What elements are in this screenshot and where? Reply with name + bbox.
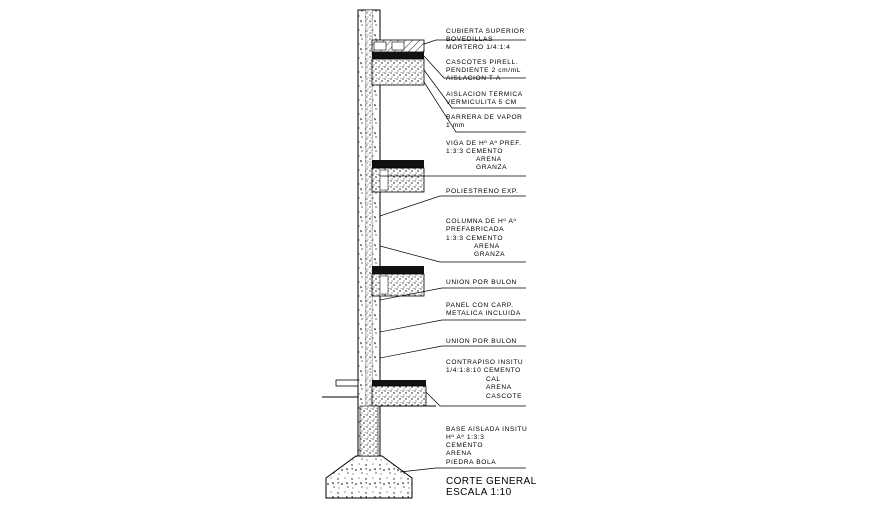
- beam-upper: [371, 160, 425, 193]
- annotation-cubierta: CUBIERTA SUPERIOR BOVEDILLAS MORTERO 1/4…: [446, 28, 525, 51]
- svg-text:VIGA DE Hº Aº PREF.: VIGA DE Hº Aº PREF.: [446, 140, 522, 147]
- label-line: 1:3:3 CEMENTO: [446, 148, 503, 155]
- svg-text:1 mm: 1 mm: [446, 122, 465, 129]
- label-line: MORTERO 1/4:1:4: [446, 44, 511, 51]
- svg-text:METALICA INCLUIDA: METALICA INCLUIDA: [446, 310, 521, 317]
- svg-text:ARENA: ARENA: [474, 243, 500, 250]
- label-line: CAL: [486, 376, 501, 383]
- label-line: PIEDRA BOLA: [446, 459, 496, 466]
- label-line: ARENA: [474, 243, 500, 250]
- svg-text:CONTRAPISO INSITU: CONTRAPISO INSITU: [446, 359, 523, 366]
- label-line: CUBIERTA SUPERIOR: [446, 28, 525, 35]
- annotation-columna: COLUMNA DE Hº Aº PREFABRICADA 1:3:3 CEME…: [446, 218, 516, 258]
- svg-text:CORTE GENERAL: CORTE GENERAL: [446, 476, 537, 487]
- svg-text:UNION POR BULON: UNION POR BULON: [446, 279, 517, 286]
- roof-slab: [371, 39, 425, 86]
- label-line: Hº Aº 1:3:3: [446, 434, 485, 441]
- svg-text:GRANZA: GRANZA: [476, 164, 507, 171]
- annotation-poliestireno: POLIESTRENO EXP.: [446, 188, 519, 195]
- svg-text:1:3:3 CEMENTO: 1:3:3 CEMENTO: [446, 235, 503, 242]
- svg-text:CASCOTES PIRELL.: CASCOTES PIRELL.: [446, 59, 518, 66]
- svg-text:AISLACION T-A: AISLACION T-A: [446, 75, 501, 82]
- svg-text:PANEL CON CARP.: PANEL CON CARP.: [446, 302, 514, 309]
- column-wall: [357, 9, 381, 499]
- svg-text:CASCOTE: CASCOTE: [486, 393, 522, 400]
- annotation-union-2: UNION POR BULON: [446, 338, 517, 345]
- label-line: METALICA INCLUIDA: [446, 310, 521, 317]
- label-line: VIGA DE Hº Aº PREF.: [446, 140, 522, 147]
- label-line: PENDIENTE 2 cm/mL: [446, 67, 521, 74]
- label-line: BARRERA DE VAPOR: [446, 114, 523, 121]
- svg-text:AISLACION TERMICA: AISLACION TERMICA: [446, 91, 523, 98]
- svg-text:MORTERO 1/4:1:4: MORTERO 1/4:1:4: [446, 44, 511, 51]
- svg-text:PREFABRICADA: PREFABRICADA: [446, 226, 504, 233]
- label-line: AISLACION TERMICA: [446, 91, 523, 98]
- title-line-1: CORTE GENERAL: [446, 476, 537, 487]
- leader-lines: [379, 39, 526, 473]
- annotation-cascotes: CASCOTES PIRELL. PENDIENTE 2 cm/mL AISLA…: [446, 59, 521, 82]
- annotation-union-1: UNION POR BULON: [446, 279, 517, 286]
- drawing-title: CORTE GENERAL ESCALA 1:10: [446, 476, 537, 498]
- annotation-contrapiso: CONTRAPISO INSITU 1/4:1:8:10 CEMENTO CAL…: [446, 359, 523, 400]
- label-line: CASCOTES PIRELL.: [446, 59, 518, 66]
- svg-text:COLUMNA DE Hº Aº: COLUMNA DE Hº Aº: [446, 218, 516, 225]
- svg-text:POLIESTRENO EXP.: POLIESTRENO EXP.: [446, 188, 519, 195]
- svg-text:GRANZA: GRANZA: [474, 251, 505, 258]
- svg-text:PENDIENTE 2 cm/mL: PENDIENTE 2 cm/mL: [446, 67, 521, 74]
- label-line: UNION POR BULON: [446, 279, 517, 286]
- svg-text:PIEDRA BOLA: PIEDRA BOLA: [446, 459, 496, 466]
- svg-text:ARENA: ARENA: [476, 156, 502, 163]
- label-line: 1/4:1:8:10 CEMENTO: [446, 367, 521, 374]
- svg-text:CEMENTO: CEMENTO: [446, 442, 483, 449]
- footing: [325, 405, 413, 499]
- svg-text:CUBIERTA SUPERIOR: CUBIERTA SUPERIOR: [446, 28, 525, 35]
- label-line: 1:3:3 CEMENTO: [446, 235, 503, 242]
- svg-text:CAL: CAL: [486, 376, 501, 383]
- annotation-aislacion: AISLACION TERMICA VERMICULITA 5 CM: [446, 91, 523, 106]
- svg-text:ARENA: ARENA: [486, 384, 512, 391]
- label-line: CONTRAPISO INSITU: [446, 359, 523, 366]
- svg-text:VERMICULITA 5 CM: VERMICULITA 5 CM: [446, 99, 517, 106]
- label-line: BASE AISLADA INSITU: [446, 426, 527, 433]
- svg-text:ESCALA 1:10: ESCALA 1:10: [446, 487, 512, 498]
- label-line: BOVEDILLAS: [446, 36, 493, 43]
- label-line: VERMICULITA 5 CM: [446, 99, 517, 106]
- annotation-base: BASE AISLADA INSITU Hº Aº 1:3:3 CEMENTO …: [446, 426, 527, 466]
- svg-text:ARENA: ARENA: [446, 450, 472, 457]
- label-line: PANEL CON CARP.: [446, 302, 514, 309]
- label-line: CASCOTE: [486, 393, 522, 400]
- label-line: ARENA: [476, 156, 502, 163]
- svg-text:BOVEDILLAS: BOVEDILLAS: [446, 36, 493, 43]
- title-line-2: ESCALA 1:10: [446, 487, 512, 498]
- label-line: 1 mm: [446, 122, 465, 129]
- svg-text:1:3:3 CEMENTO: 1:3:3 CEMENTO: [446, 148, 503, 155]
- label-line: ARENA: [486, 384, 512, 391]
- svg-text:BASE AISLADA INSITU: BASE AISLADA INSITU: [446, 426, 527, 433]
- svg-text:UNION POR BULON: UNION POR BULON: [446, 338, 517, 345]
- svg-text:1/4:1:8:10 CEMENTO: 1/4:1:8:10 CEMENTO: [446, 367, 521, 374]
- label-line: UNION POR BULON: [446, 338, 517, 345]
- annotation-viga: VIGA DE Hº Aº PREF. 1:3:3 CEMENTO ARENA …: [446, 140, 522, 171]
- label-line: PREFABRICADA: [446, 226, 504, 233]
- label-line: GRANZA: [474, 251, 505, 258]
- floor-slab: [322, 379, 436, 407]
- annotation-barrera: BARRERA DE VAPOR 1 mm: [446, 114, 523, 129]
- label-line: AISLACION T-A: [446, 75, 501, 82]
- label-line: COLUMNA DE Hº Aº: [446, 218, 516, 225]
- label-line: POLIESTRENO EXP.: [446, 188, 519, 195]
- annotation-panel: PANEL CON CARP. METALICA INCLUIDA: [446, 302, 521, 317]
- label-line: GRANZA: [476, 164, 507, 171]
- svg-text:BARRERA DE VAPOR: BARRERA DE VAPOR: [446, 114, 523, 121]
- svg-text:Hº Aº 1:3:3: Hº Aº 1:3:3: [446, 434, 485, 441]
- label-line: CEMENTO: [446, 442, 483, 449]
- beam-middle: [371, 266, 425, 297]
- label-line: ARENA: [446, 450, 472, 457]
